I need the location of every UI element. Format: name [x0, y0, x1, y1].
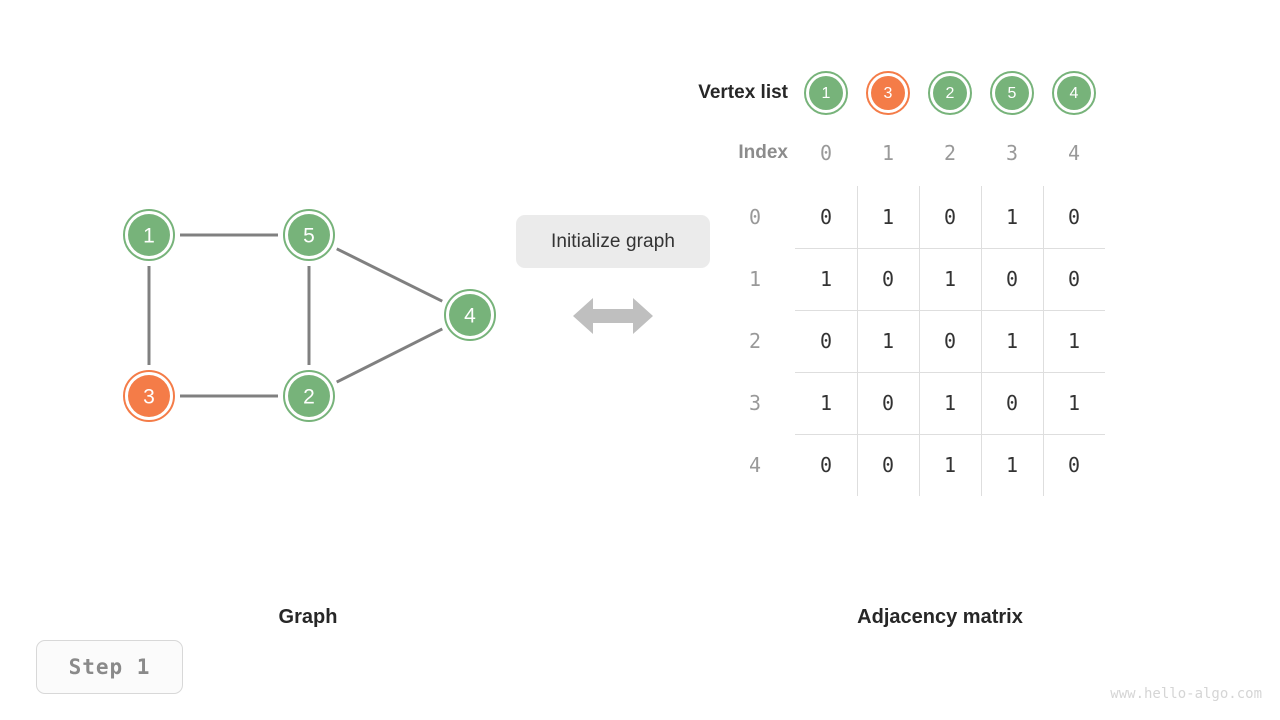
vertex-chip-circle — [871, 76, 905, 110]
matrix-row-index: 1 — [748, 267, 762, 291]
matrix-cell: 0 — [1005, 391, 1019, 415]
graph-caption: Graph — [278, 606, 338, 628]
graph-edge — [336, 247, 443, 303]
matrix-gridline-vertical — [1043, 186, 1044, 496]
graph-nodes — [123, 209, 496, 422]
matrix-row-index: 4 — [748, 453, 762, 477]
matrix-cell: 0 — [1067, 205, 1081, 229]
matrix-column-index: 1 — [881, 141, 895, 165]
transform-label-text: Initialize graph — [550, 230, 676, 252]
matrix-column-index: 4 — [1067, 141, 1081, 165]
watermark: www.hello-algo.com — [1110, 686, 1262, 702]
double-arrow-svg — [573, 298, 653, 334]
vertex-chip-ring — [928, 71, 972, 115]
index-label: Index — [738, 142, 788, 163]
matrix-gridline-horizontal — [795, 248, 1105, 249]
graph-edges — [147, 233, 443, 398]
matrix-cell: 0 — [1067, 453, 1081, 477]
adjacency-matrix-caption: Adjacency matrix — [857, 606, 1023, 628]
matrix-cell: 1 — [1005, 453, 1019, 477]
matrix-gridline-vertical — [919, 186, 920, 496]
matrix-cell: 0 — [819, 453, 833, 477]
graph-node-circle — [288, 375, 330, 417]
step-badge: Step 1 — [36, 640, 183, 694]
matrix-cell: 1 — [1067, 329, 1081, 353]
vertex-chip-circle — [995, 76, 1029, 110]
matrix-gridline-horizontal — [795, 372, 1105, 373]
matrix-column-index: 2 — [943, 141, 957, 165]
matrix-gridline-vertical — [857, 186, 858, 496]
matrix-cell: 0 — [881, 391, 895, 415]
matrix-cell: 0 — [943, 205, 957, 229]
matrix-cell: 0 — [881, 453, 895, 477]
graph-node-ring — [123, 370, 175, 422]
matrix-cell: 0 — [819, 205, 833, 229]
matrix-row-index: 3 — [748, 391, 762, 415]
matrix-cell: 0 — [881, 267, 895, 291]
graph-node-circle — [449, 294, 491, 336]
matrix-cell: 1 — [819, 391, 833, 415]
vertex-list-label: Vertex list — [698, 82, 788, 103]
vertex-chip-ring — [804, 71, 848, 115]
graph-node-ring — [283, 370, 335, 422]
matrix-cell: 0 — [819, 329, 833, 353]
graph-node-circle — [288, 214, 330, 256]
double-arrow-icon — [571, 292, 655, 340]
matrix-row-index: 0 — [748, 205, 762, 229]
matrix-row-index: 2 — [748, 329, 762, 353]
transform-label-pill: Initialize graph — [516, 215, 710, 268]
matrix-cell: 1 — [943, 267, 957, 291]
matrix-cell: 1 — [1005, 205, 1019, 229]
matrix-cell: 0 — [1067, 267, 1081, 291]
vertex-chip-ring — [866, 71, 910, 115]
graph-node-ring — [444, 289, 496, 341]
matrix-gridline-vertical — [981, 186, 982, 496]
matrix-cell: 1 — [943, 391, 957, 415]
matrix-column-index: 0 — [819, 141, 833, 165]
matrix-gridline-horizontal — [795, 434, 1105, 435]
step-badge-label: Step 1 — [68, 655, 151, 679]
graph-svg — [123, 209, 496, 422]
vertex-chip-circle — [809, 76, 843, 110]
matrix-column-index: 3 — [1005, 141, 1019, 165]
graph-node-ring — [123, 209, 175, 261]
vertex-chip-ring — [1052, 71, 1096, 115]
graph-node-circle — [128, 375, 170, 417]
graph-edge — [336, 327, 443, 384]
matrix-cell: 1 — [881, 205, 895, 229]
vertex-chip-circle — [1057, 76, 1091, 110]
matrix-cell: 1 — [881, 329, 895, 353]
vertex-chip-circle — [933, 76, 967, 110]
vertex-chip-ring — [990, 71, 1034, 115]
graph-node-ring — [283, 209, 335, 261]
matrix-cell: 1 — [1005, 329, 1019, 353]
matrix-gridline-horizontal — [795, 310, 1105, 311]
matrix-cell: 1 — [1067, 391, 1081, 415]
matrix-cell: 1 — [819, 267, 833, 291]
matrix-cell: 0 — [943, 329, 957, 353]
graph-node-circle — [128, 214, 170, 256]
matrix-cell: 1 — [943, 453, 957, 477]
vertex-list-circles — [804, 71, 1096, 115]
matrix-cell: 0 — [1005, 267, 1019, 291]
